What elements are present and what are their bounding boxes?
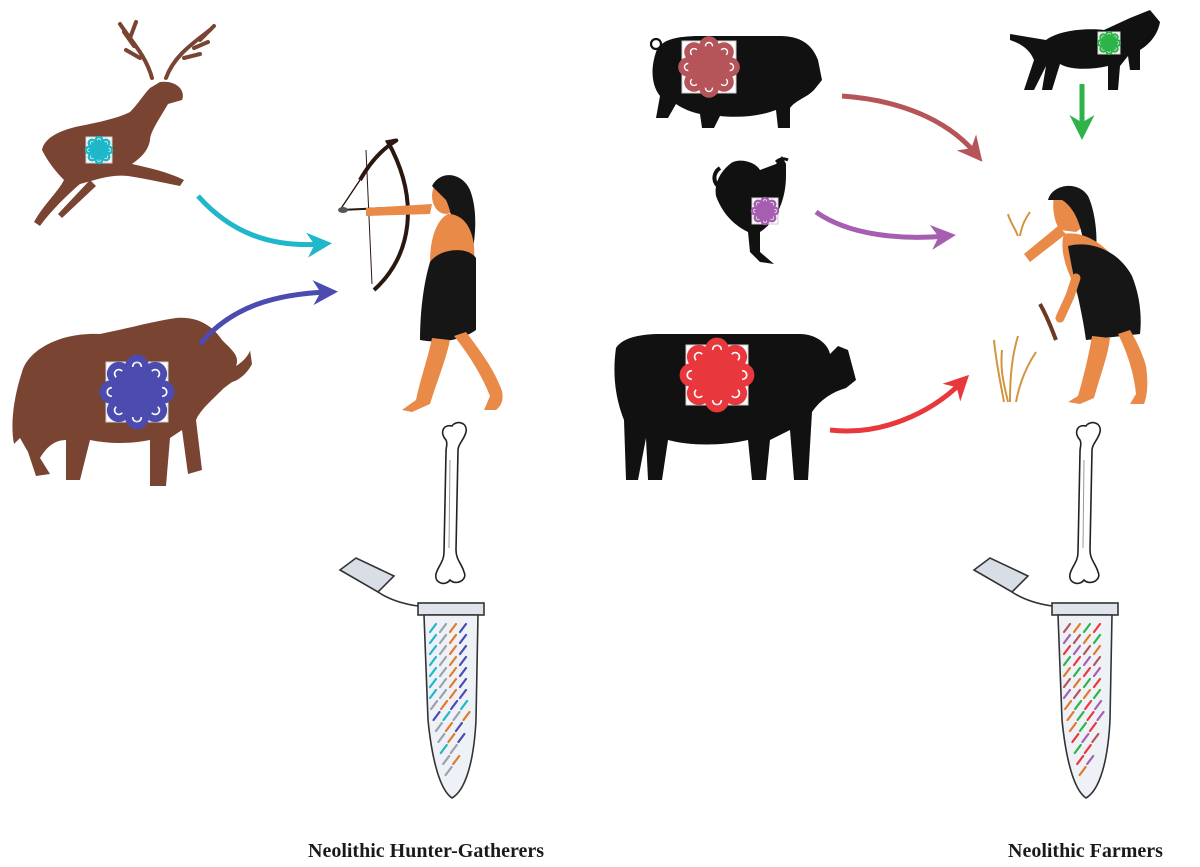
tube-left — [340, 558, 484, 798]
bone-icon-right — [1070, 423, 1100, 584]
virus-icon — [688, 346, 746, 404]
deer — [34, 22, 214, 226]
cow-to-farmer-arrow — [830, 382, 962, 431]
pig-virus-badge — [682, 41, 736, 93]
virus-icon — [108, 363, 166, 421]
chicken-virus-badge — [752, 198, 778, 224]
cow-virus-badge — [686, 345, 748, 405]
virus-icon — [1100, 34, 1119, 53]
virus-icon — [88, 139, 110, 161]
dog-virus-badge — [1098, 32, 1120, 54]
farmers-caption: Neolithic Farmers — [1008, 840, 1163, 863]
farmer-figure — [994, 186, 1147, 404]
deer-to-hunter-arrow — [198, 196, 322, 245]
dog — [1010, 10, 1160, 90]
pig-to-farmer-arrow — [842, 96, 976, 154]
hunter-figure — [338, 140, 503, 412]
deer-virus-badge — [86, 137, 112, 163]
chicken-to-farmer-arrow — [816, 212, 946, 237]
virus-icon — [685, 43, 733, 91]
hunter-gatherers-caption: Neolithic Hunter-Gatherers — [308, 840, 544, 863]
bone-icon-left — [436, 423, 466, 584]
bison-virus-badge — [106, 362, 168, 422]
tube-right — [974, 558, 1118, 798]
virus-icon — [754, 200, 776, 222]
